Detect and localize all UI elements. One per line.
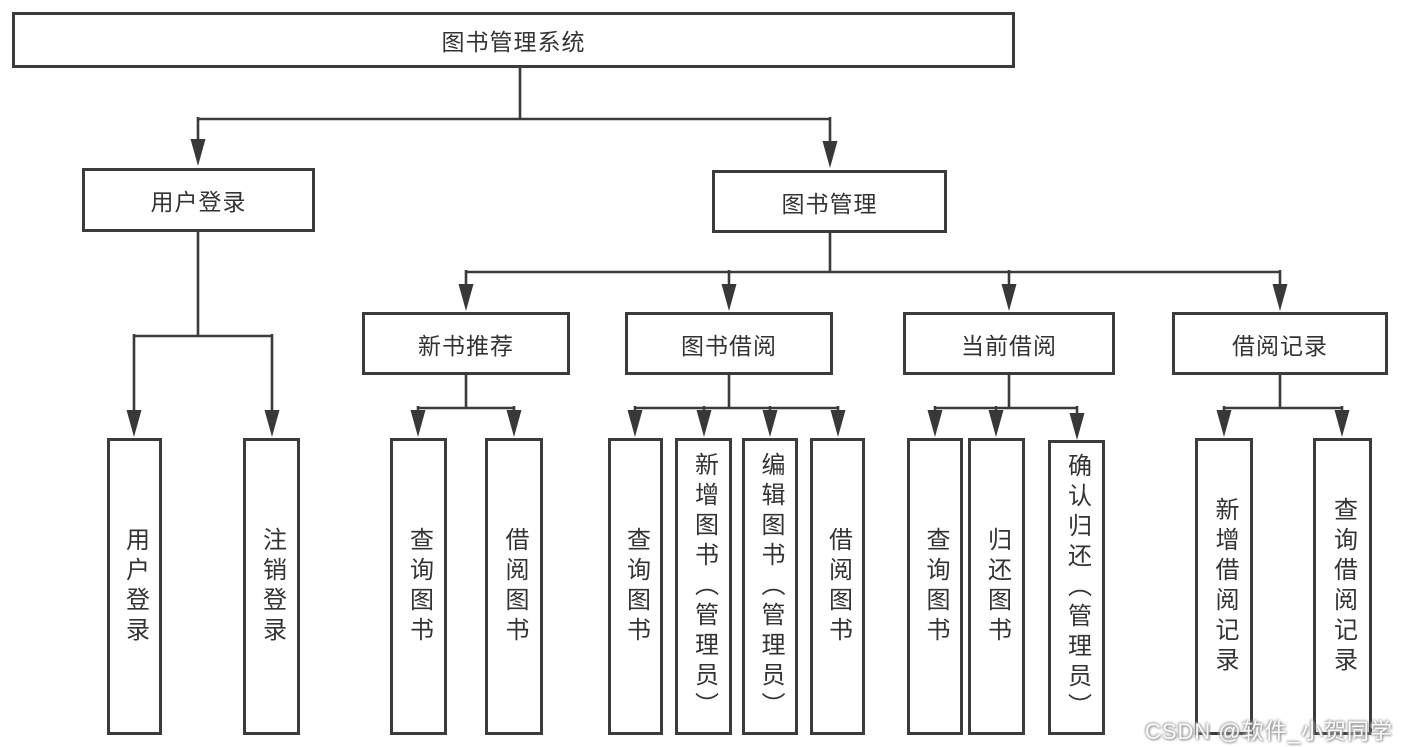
node-book-borrow: 图书借阅 xyxy=(625,312,833,375)
node-book-borrow-label: 图书借阅 xyxy=(681,332,777,359)
leaf-query-books-current-label: 查询图书 xyxy=(922,526,949,647)
leaf-confirm-return-admin-label: 确认归还（管理员） xyxy=(1063,452,1091,723)
node-user-login-branch-label: 用户登录 xyxy=(150,189,247,215)
leaf-user-login-label: 用户登录 xyxy=(121,526,149,647)
leaf-borrow-books-borrow-label: 借阅图书 xyxy=(824,526,852,647)
leaf-borrow-books-borrow: 借阅图书 xyxy=(810,438,865,735)
leaf-logout-label: 注销登录 xyxy=(258,526,286,647)
leaf-confirm-return-admin: 确认归还（管理员） xyxy=(1048,440,1105,735)
leaf-add-borrow-record: 新增借阅记录 xyxy=(1195,438,1253,735)
node-book-management-label: 图书管理 xyxy=(781,190,878,217)
leaf-edit-book-admin: 编辑图书（管理员） xyxy=(742,438,798,735)
csdn-watermark: CSDN @软件_小贺同学 xyxy=(1144,719,1393,744)
node-root-label: 图书管理系统 xyxy=(441,29,586,55)
leaf-query-books-recommend-label: 查询图书 xyxy=(405,526,433,647)
node-borrow-records-label: 借阅记录 xyxy=(1232,332,1328,359)
node-current-borrow: 当前借阅 xyxy=(903,312,1115,375)
leaf-edit-book-admin-label: 编辑图书（管理员） xyxy=(757,451,784,722)
node-new-book-recommend-label: 新书推荐 xyxy=(418,332,514,359)
leaf-add-book-admin-label: 新增图书（管理员） xyxy=(690,451,718,722)
node-borrow-records: 借阅记录 xyxy=(1172,312,1388,375)
node-root: 图书管理系统 xyxy=(12,12,1015,68)
leaf-query-books-borrow: 查询图书 xyxy=(608,438,663,735)
node-book-management: 图书管理 xyxy=(712,170,947,233)
leaf-query-books-borrow-label: 查询图书 xyxy=(622,526,650,647)
leaf-query-borrow-record: 查询借阅记录 xyxy=(1313,438,1372,735)
leaf-borrow-books-recommend: 借阅图书 xyxy=(485,438,543,735)
node-new-book-recommend: 新书推荐 xyxy=(362,312,570,375)
leaf-logout: 注销登录 xyxy=(243,438,300,735)
leaf-borrow-books-recommend-label: 借阅图书 xyxy=(501,526,528,647)
leaf-add-borrow-record-label: 新增借阅记录 xyxy=(1211,496,1238,677)
leaf-query-borrow-record-label: 查询借阅记录 xyxy=(1329,496,1357,677)
node-current-borrow-label: 当前借阅 xyxy=(961,332,1057,359)
leaf-user-login: 用户登录 xyxy=(107,438,162,735)
node-user-login-branch: 用户登录 xyxy=(82,168,315,232)
leaf-query-books-recommend: 查询图书 xyxy=(390,438,447,735)
leaf-query-books-current: 查询图书 xyxy=(907,438,963,735)
leaf-add-book-admin: 新增图书（管理员） xyxy=(675,438,732,735)
leaf-return-book-label: 归还图书 xyxy=(983,526,1011,647)
leaf-return-book: 归还图书 xyxy=(968,438,1025,735)
